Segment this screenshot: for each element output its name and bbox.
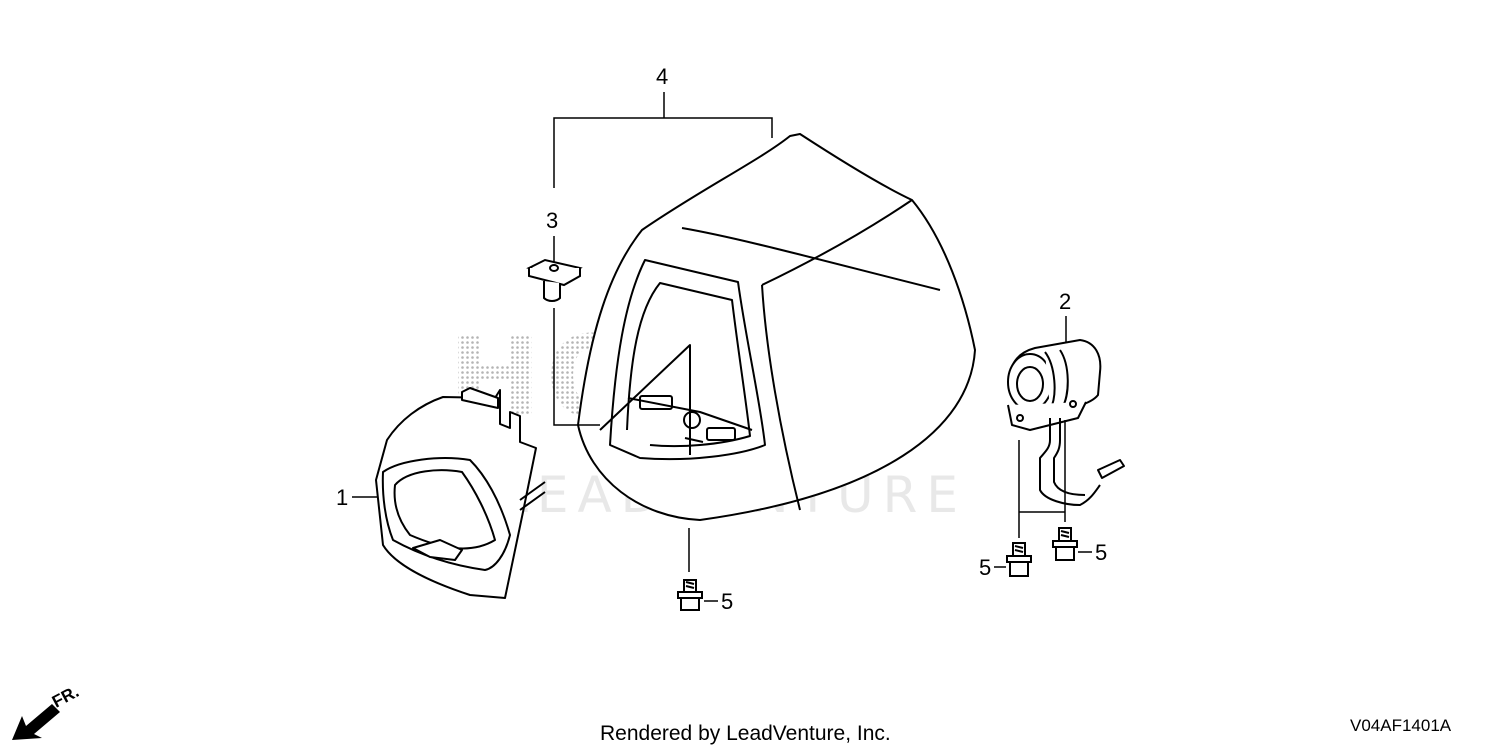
callout-part-1: 1 bbox=[336, 485, 348, 510]
headlight-assembly bbox=[375, 387, 546, 599]
grommet bbox=[526, 258, 583, 302]
bolt-bottom bbox=[677, 579, 703, 611]
diagram-code: V04AF1401A bbox=[1350, 716, 1452, 735]
callout-part-5-left: 5 bbox=[979, 555, 991, 580]
callout-part-5-right: 5 bbox=[1095, 540, 1107, 565]
callout-part-4: 4 bbox=[656, 64, 668, 89]
footer-credit: Rendered by LeadVenture, Inc. bbox=[600, 722, 891, 745]
leader-part-3-lower bbox=[553, 308, 600, 426]
callout-part-2: 2 bbox=[1059, 289, 1071, 314]
callout-part-3: 3 bbox=[546, 208, 558, 233]
front-direction-arrow-icon: FR. bbox=[12, 682, 82, 740]
leader-part-4-bracket bbox=[553, 117, 773, 188]
meter-case-housing bbox=[577, 133, 976, 521]
sensor-assembly bbox=[1007, 339, 1125, 506]
bolt-left bbox=[1006, 542, 1032, 577]
callout-part-5-bottom: 5 bbox=[721, 589, 733, 614]
bolt-right bbox=[1052, 527, 1078, 561]
leader-lines bbox=[352, 92, 1092, 602]
